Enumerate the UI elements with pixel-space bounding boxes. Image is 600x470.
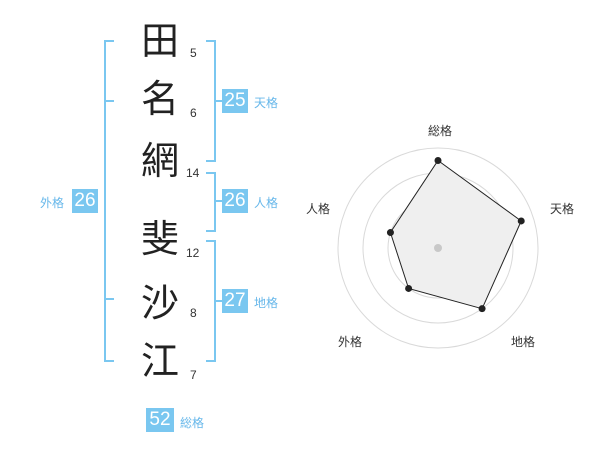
- radar-axis-label-jinkaku: 人格: [306, 201, 330, 216]
- jinkaku-connector: [214, 200, 222, 202]
- radar-chart: 総格 天格 地格 外格 人格: [306, 123, 574, 349]
- name-char-6: 江: [140, 339, 179, 383]
- name-char-3: 網: [140, 139, 179, 183]
- gaikaku-bracket-tick-1: [104, 100, 114, 102]
- soukaku-label: 総格: [180, 416, 205, 430]
- soukaku-value: 52: [146, 408, 174, 432]
- tenkaku-label: 天格: [254, 96, 279, 110]
- radar-ring-4: [337, 147, 539, 349]
- radar-axis-label-gaikaku: 外格: [338, 334, 362, 349]
- stroke-count-3: 14: [186, 166, 200, 180]
- name-char-1: 田: [140, 19, 179, 63]
- name-char-4: 斐: [140, 217, 179, 261]
- radar-point-1: [434, 157, 442, 164]
- jinkaku-label: 人格: [254, 196, 279, 210]
- jinkaku-value: 26: [222, 189, 248, 213]
- gaikaku-value: 26: [72, 189, 98, 213]
- gaikaku-bracket-tick-2: [104, 298, 114, 300]
- chikaku-connector: [214, 300, 222, 302]
- stroke-count-4: 12: [186, 246, 200, 260]
- radar-axis-label-chikaku: 地格: [511, 334, 535, 349]
- radar-polygon: [389, 159, 522, 310]
- stroke-count-2: 6: [190, 106, 197, 120]
- radar-axis-label-tenkaku: 天格: [550, 201, 574, 216]
- name-char-2: 名: [140, 77, 179, 121]
- gaikaku-label: 外格: [40, 196, 65, 210]
- chikaku-label: 地格: [254, 296, 279, 310]
- gaikaku-bracket: [104, 40, 114, 362]
- radar-axis-label-soukaku: 総格: [428, 123, 452, 138]
- radar-point-5: [386, 229, 394, 237]
- stroke-count-6: 7: [190, 368, 197, 382]
- radar-point-2: [517, 217, 525, 225]
- tenkaku-value: 25: [222, 89, 248, 113]
- tenkaku-connector: [214, 100, 222, 102]
- radar-point-4: [405, 284, 413, 292]
- stroke-count-5: 8: [190, 306, 197, 320]
- name-char-5: 沙: [140, 281, 179, 325]
- jinkaku-bracket: [206, 172, 216, 232]
- radar-point-3: [478, 305, 486, 313]
- chikaku-value: 27: [222, 289, 248, 313]
- radar-center-dot: [434, 244, 442, 252]
- stroke-count-1: 5: [190, 46, 197, 60]
